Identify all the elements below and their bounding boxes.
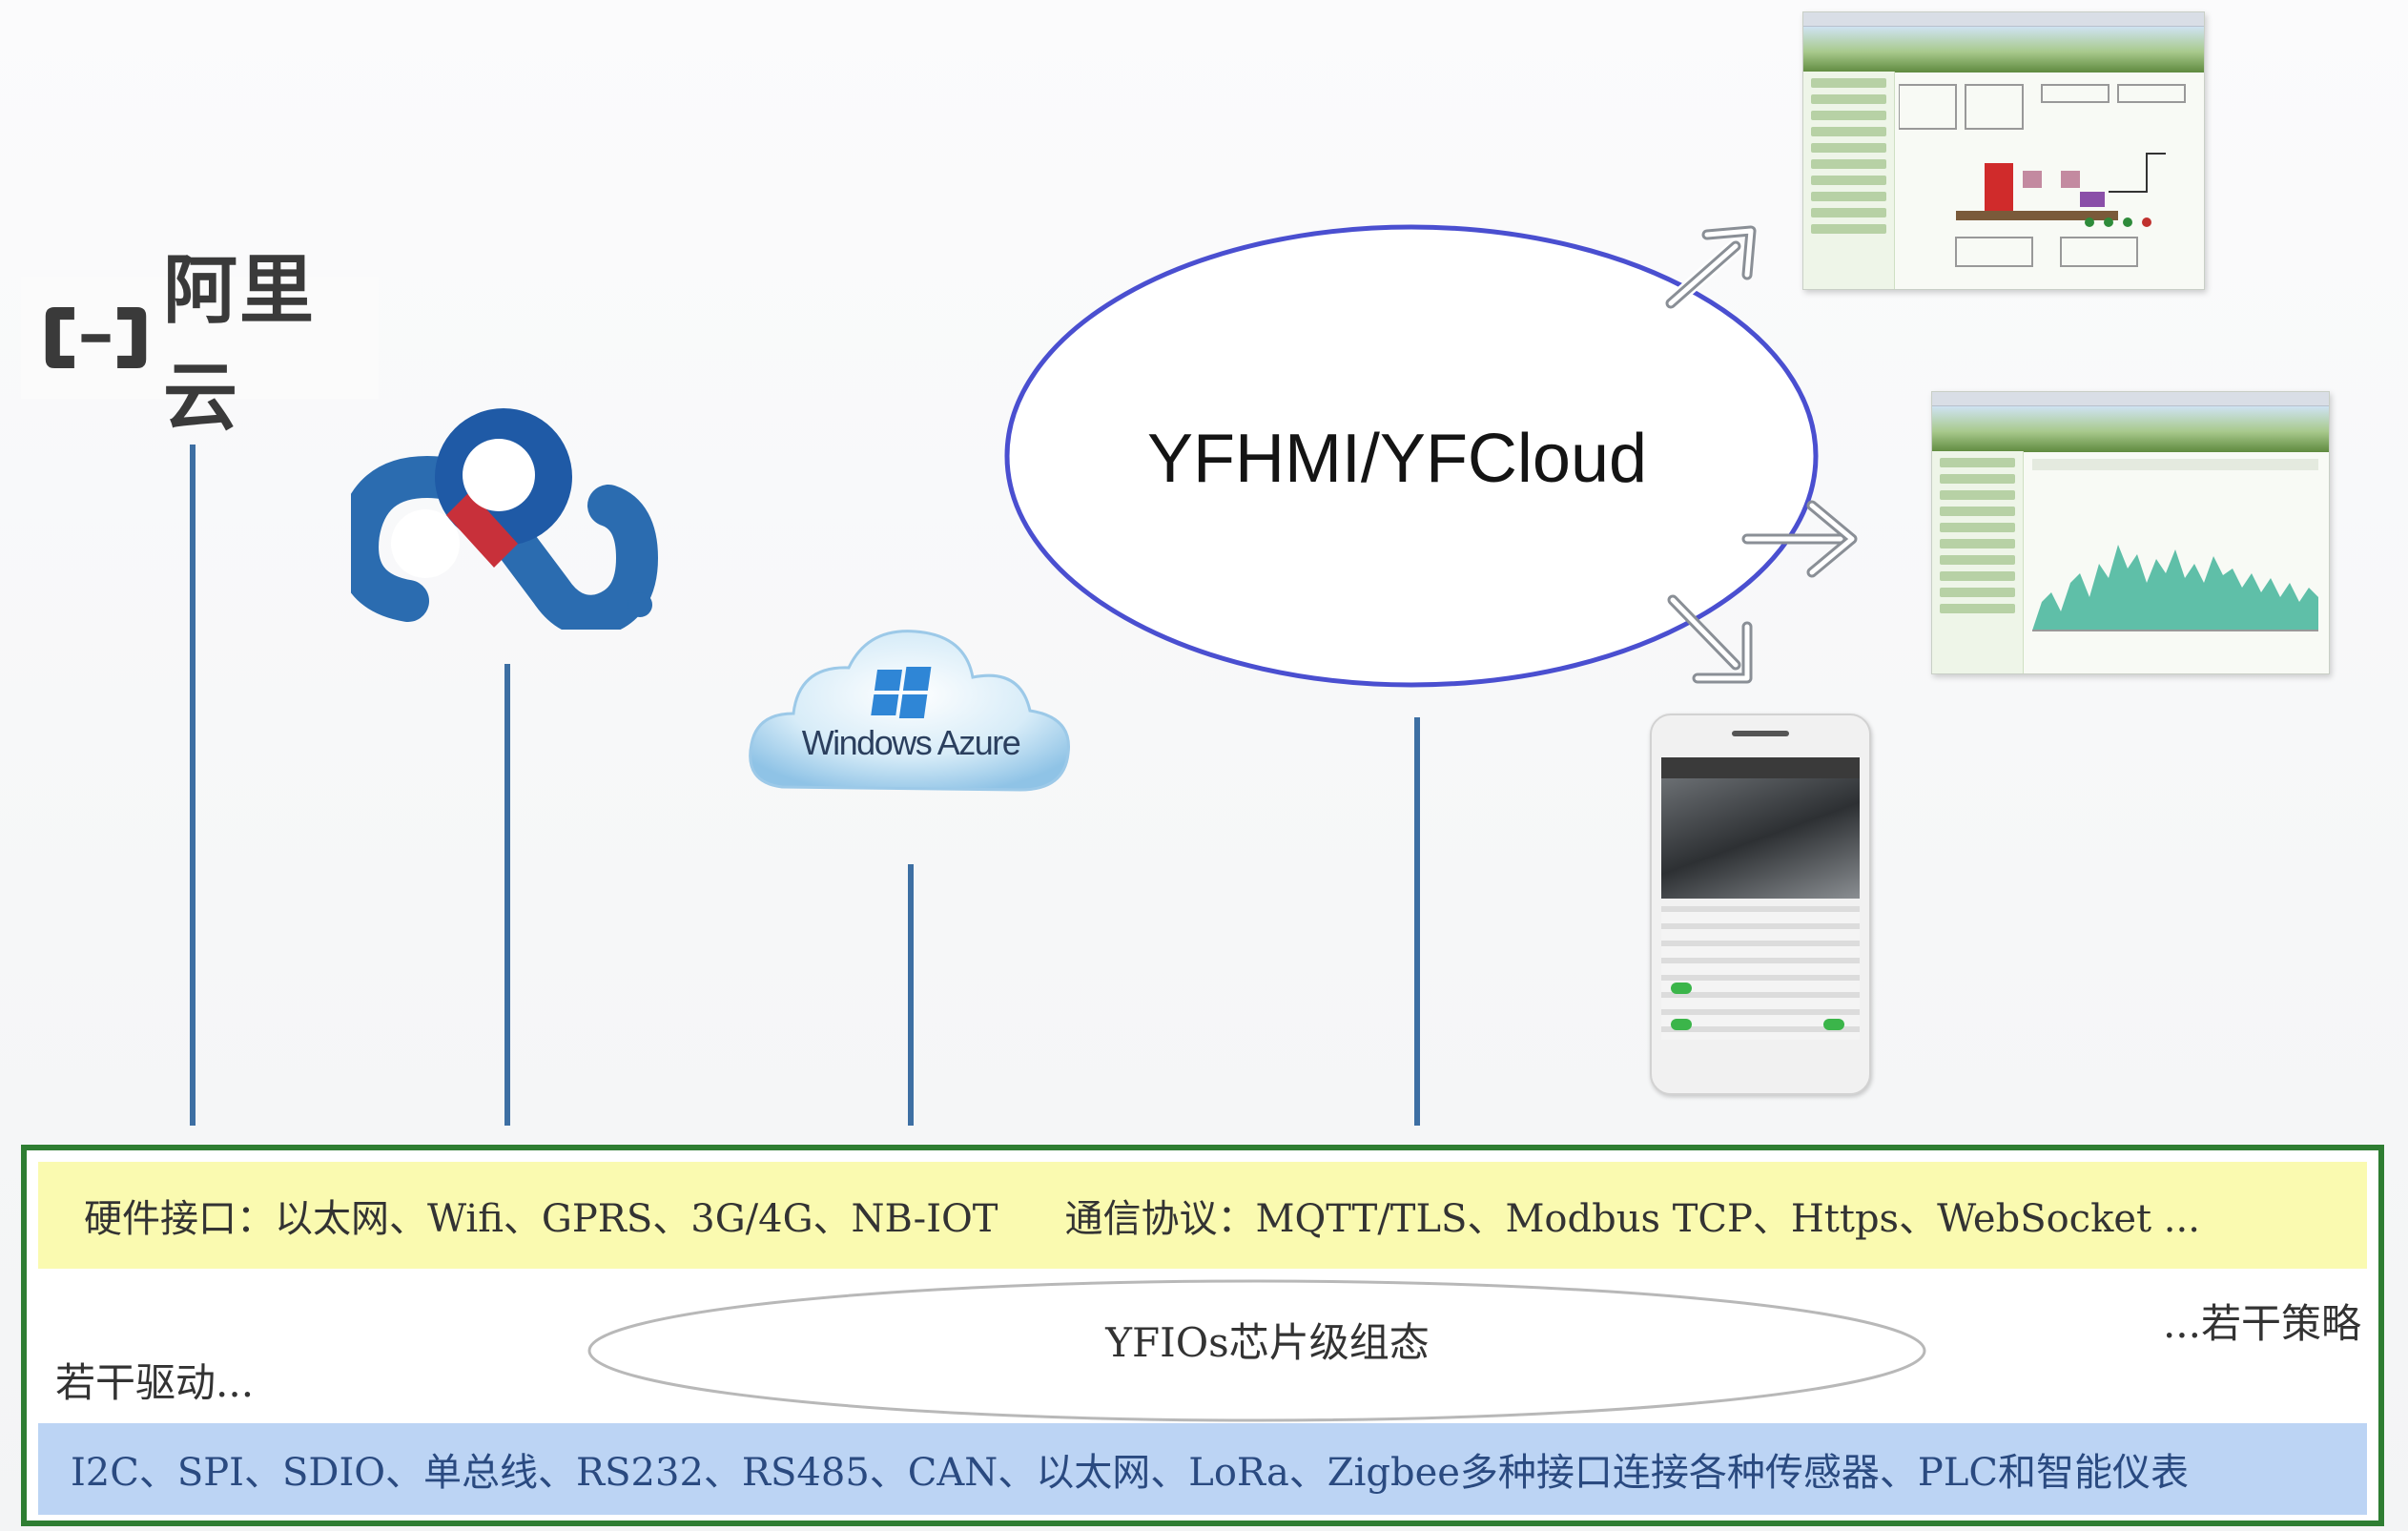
arrow-to-monitoring-icon — [1663, 225, 1757, 311]
aliyun-label: 阿里云 — [163, 248, 317, 441]
drivers-label: 若干驱动... — [55, 1359, 255, 1406]
sensor-interfaces-band: I2C、SPI、SDIO、单总线、RS232、RS485、CAN、以太网、LoR… — [38, 1423, 2367, 1515]
sensor-interfaces: I2C、SPI、SDIO、单总线、RS232、RS485、CAN、以太网、LoR… — [71, 1451, 2190, 1495]
azure-connector — [908, 864, 914, 1126]
windows-azure-logo: Windows Azure — [744, 610, 1078, 830]
windows-azure-icon — [749, 630, 1070, 792]
web-monitoring-screen — [1802, 11, 2205, 290]
hardware-interfaces: 硬件接口：以太网、Wifi、GPRS、3G/4G、NB-IOT — [84, 1197, 998, 1241]
aliyun-icon — [45, 306, 147, 369]
arrow-to-mobile-icon — [1667, 594, 1753, 684]
arrow-to-trend-icon — [1741, 500, 1858, 578]
yfcloud-ellipse — [1004, 224, 1819, 688]
yfios-ellipse — [587, 1279, 1926, 1422]
aliyun-logo: 阿里云 — [21, 248, 379, 441]
strategies-label: ...若干策略 — [2162, 1300, 2361, 1347]
web-trend-chart-screen — [1931, 391, 2330, 674]
baidu-connector — [504, 664, 510, 1126]
yfios-label: YFIOs芯片级组态 — [1105, 1319, 1430, 1366]
communication-band: 硬件接口：以太网、Wifi、GPRS、3G/4G、NB-IOT 通信协议：MQT… — [38, 1162, 2367, 1269]
baidu-cloud-icon — [351, 408, 659, 630]
aliyun-connector — [190, 445, 196, 1126]
yfcloud-label: YFHMI/YFCloud — [1146, 421, 1648, 497]
yfcloud-connector — [1414, 717, 1420, 1126]
windows-azure-label: Windows Azure — [801, 723, 1021, 762]
mobile-app-screen — [1650, 714, 1871, 1095]
yfios-layer: 硬件接口：以太网、Wifi、GPRS、3G/4G、NB-IOT 通信协议：MQT… — [21, 1145, 2384, 1526]
communication-protocols: 通信协议：MQTT/TLS、Modbus TCP、Https、WebSocket… — [1064, 1197, 2200, 1241]
